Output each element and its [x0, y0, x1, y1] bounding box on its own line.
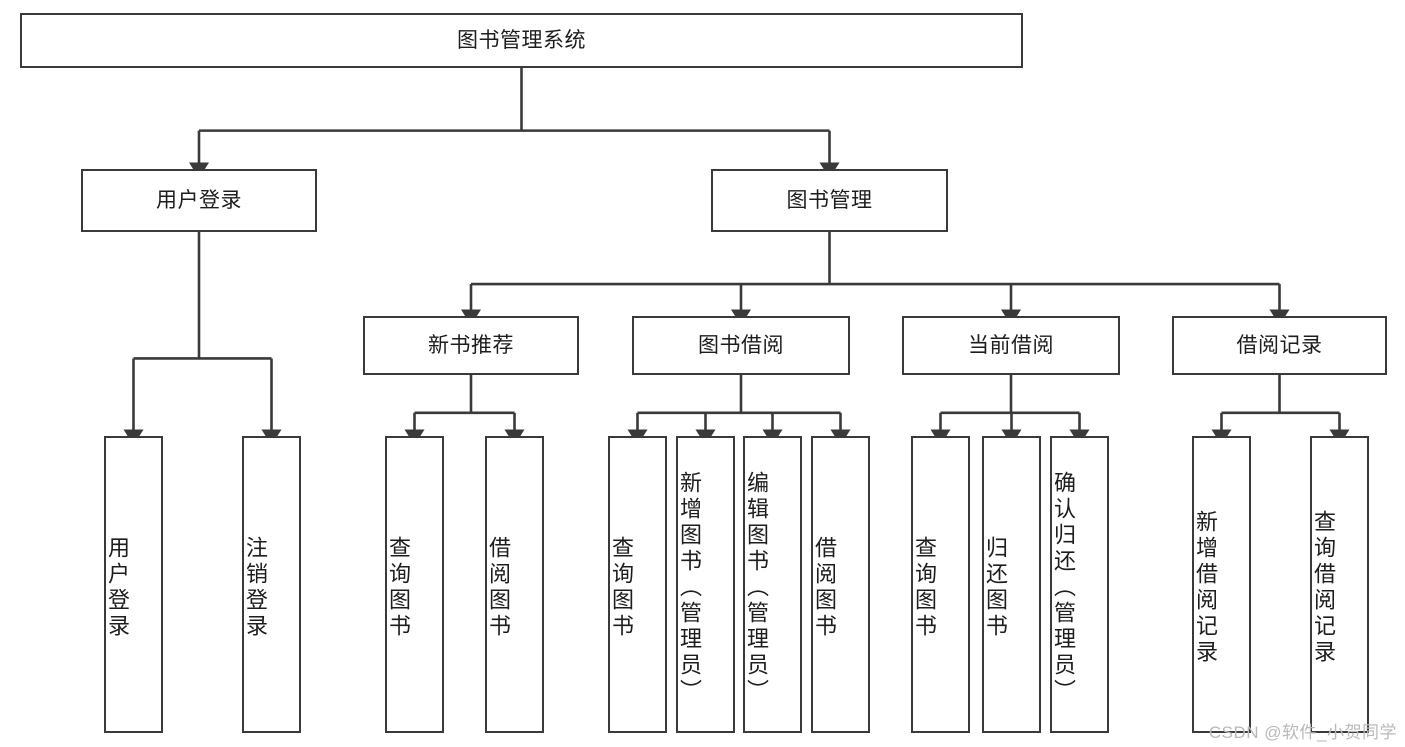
leaf-add-book-admin[interactable]: 新增图书（管理员） [676, 436, 735, 733]
leaf-borrow-book-recommend[interactable]: 借阅图书 [485, 436, 544, 733]
leaf-query-book-recommend-label: 查询图书 [386, 535, 411, 640]
node-user-login[interactable]: 用户登录 [81, 169, 317, 232]
leaf-return-book-label: 归还图书 [983, 535, 1008, 640]
node-new-book-recommend[interactable]: 新书推荐 [363, 316, 579, 375]
leaf-borrow-book[interactable]: 借阅图书 [811, 436, 870, 733]
leaf-confirm-return-admin-label: 确认归还（管理员） [1051, 470, 1076, 705]
leaf-confirm-return-admin[interactable]: 确认归还（管理员） [1050, 436, 1109, 733]
node-root-label: 图书管理系统 [457, 28, 586, 52]
node-book-borrow-label: 图书借阅 [698, 333, 784, 357]
node-new-book-recommend-label: 新书推荐 [428, 333, 514, 357]
leaf-add-borrow-record[interactable]: 新增借阅记录 [1192, 436, 1251, 733]
node-current-borrow[interactable]: 当前借阅 [902, 316, 1120, 375]
leaf-query-book-borrow[interactable]: 查询图书 [608, 436, 667, 733]
leaf-edit-book-admin-label: 编辑图书（管理员） [744, 470, 769, 705]
leaf-add-book-admin-label: 新增图书（管理员） [677, 470, 702, 705]
edge-group [123, 68, 1350, 446]
leaf-return-book[interactable]: 归还图书 [982, 436, 1041, 733]
leaf-user-login[interactable]: 用户登录 [104, 436, 163, 733]
leaf-borrow-book-label: 借阅图书 [812, 535, 837, 640]
node-book-management-label: 图书管理 [786, 188, 873, 212]
leaf-query-book-current[interactable]: 查询图书 [911, 436, 970, 733]
leaf-query-book-current-label: 查询图书 [912, 535, 937, 640]
leaf-edit-book-admin[interactable]: 编辑图书（管理员） [743, 436, 802, 733]
csdn-watermark: CSDN @软件_小贺同学 [1208, 723, 1397, 742]
leaf-query-borrow-record[interactable]: 查询借阅记录 [1310, 436, 1369, 733]
node-current-borrow-label: 当前借阅 [968, 333, 1054, 357]
node-book-management[interactable]: 图书管理 [711, 169, 948, 232]
node-book-borrow[interactable]: 图书借阅 [632, 316, 850, 375]
leaf-query-book-borrow-label: 查询图书 [609, 535, 634, 640]
leaf-logout-label: 注销登录 [243, 535, 268, 640]
leaf-query-borrow-record-label: 查询借阅记录 [1311, 509, 1336, 666]
node-borrow-record-label: 借阅记录 [1236, 333, 1323, 357]
leaf-add-borrow-record-label: 新增借阅记录 [1193, 509, 1218, 666]
node-root[interactable]: 图书管理系统 [20, 13, 1023, 68]
leaf-logout[interactable]: 注销登录 [242, 436, 301, 733]
node-user-login-label: 用户登录 [156, 188, 242, 212]
leaf-query-book-recommend[interactable]: 查询图书 [385, 436, 444, 733]
leaf-borrow-book-recommend-label: 借阅图书 [486, 535, 511, 640]
node-borrow-record[interactable]: 借阅记录 [1172, 316, 1387, 375]
leaf-user-login-label: 用户登录 [105, 535, 130, 640]
